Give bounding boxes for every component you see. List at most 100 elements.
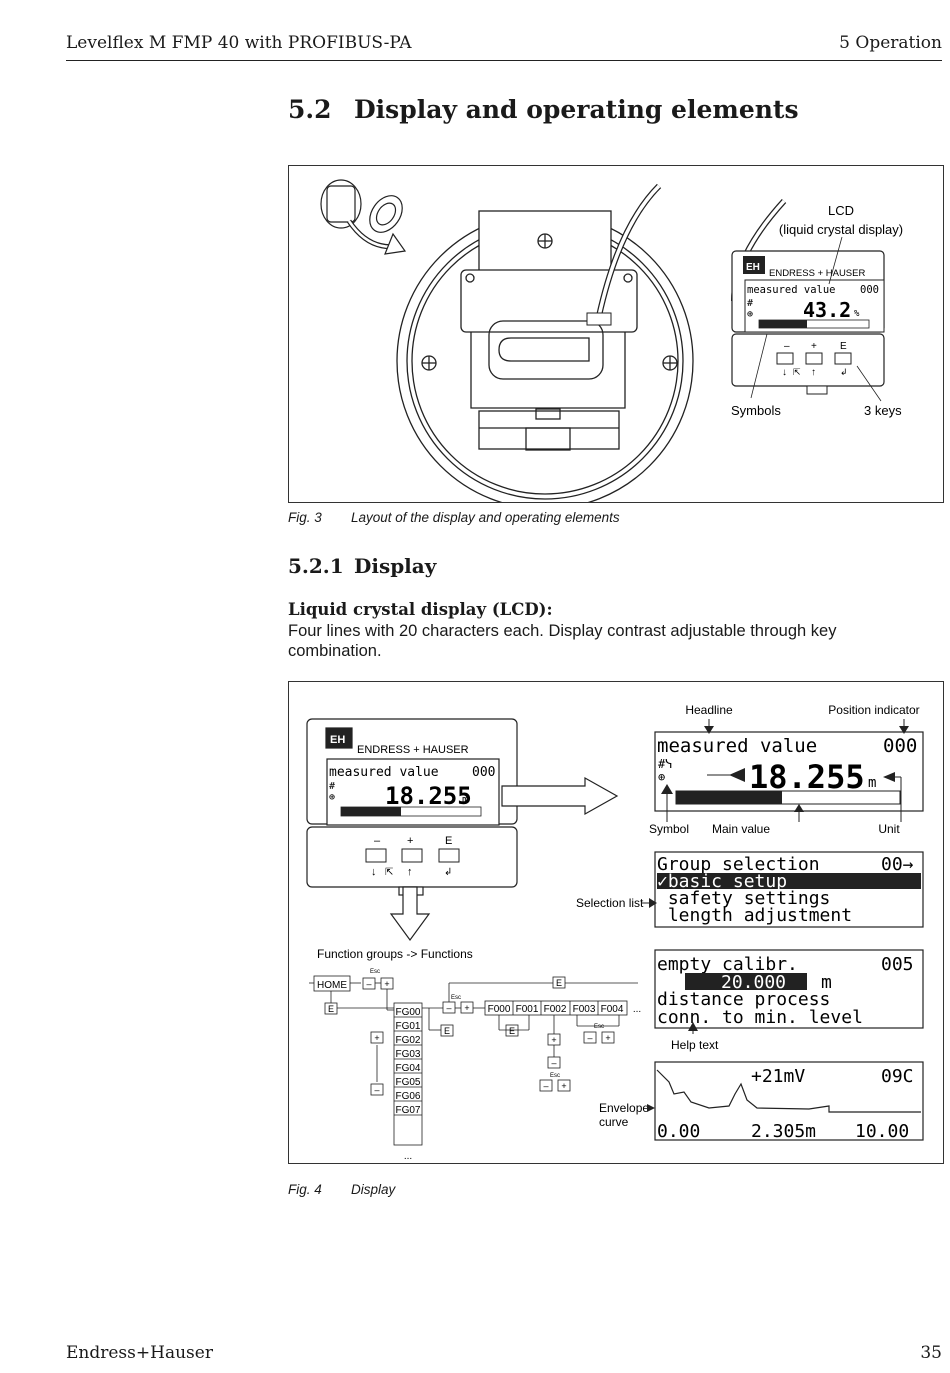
- page-number: 35: [920, 1343, 942, 1363]
- position-indicator-label: Position indicator: [828, 703, 919, 717]
- fig3-key-e-label: E: [840, 341, 847, 352]
- fig4-key-e[interactable]: [438, 848, 460, 863]
- fig4-key-minus-label: –: [374, 835, 381, 847]
- fig3-keys: – + E ↓ ⇱ ↑ ↲: [776, 341, 852, 378]
- esc-arrow-icon: ⇱: [385, 867, 393, 878]
- sel-item-basic-setup[interactable]: ✓basic setup: [657, 871, 787, 892]
- help-text-label: Help text: [671, 1038, 719, 1052]
- fig4-small-lock-icon: ⊕: [329, 792, 335, 803]
- fig3-brand: ENDRESS + HAUSER: [769, 268, 865, 279]
- fig3-key-plus-label: +: [811, 341, 817, 352]
- figure-4-caption-text: Display: [351, 1182, 396, 1197]
- figure-4: EH ENDRESS + HAUSER measured value 000 #…: [288, 681, 944, 1164]
- function-group-fg07[interactable]: FG07: [395, 1105, 420, 1116]
- fig4-small-headline: measured value: [329, 765, 439, 780]
- help-line-4: conn. to min. level: [657, 1007, 863, 1028]
- fig3-key-minus[interactable]: [776, 352, 794, 365]
- svg-text:E: E: [509, 1026, 515, 1036]
- svg-text:+: +: [551, 1035, 556, 1045]
- env-range-end: 10.00: [855, 1121, 909, 1142]
- fig4-small-position: 000: [472, 765, 495, 780]
- env-range-start: 0.00: [657, 1121, 700, 1142]
- function-f000[interactable]: F000: [488, 1004, 511, 1015]
- function-group-fg06[interactable]: FG06: [395, 1091, 420, 1102]
- home-box[interactable]: [313, 975, 351, 992]
- lcd-heading: Liquid crystal display (LCD):: [288, 600, 553, 619]
- big-lcd-unit: m: [868, 775, 876, 791]
- function-group-fg01[interactable]: FG01: [395, 1021, 420, 1032]
- help-headline: empty calibr.: [657, 954, 798, 975]
- esc-label-4: Esc: [594, 1024, 604, 1030]
- svg-text:–: –: [446, 1003, 451, 1013]
- lcd-label-line1: LCD: [828, 203, 854, 218]
- svg-text:+: +: [464, 1003, 469, 1013]
- function-f001[interactable]: F001: [516, 1004, 539, 1015]
- big-lcd-bargraph: [676, 791, 782, 804]
- help-value[interactable]: 20.000: [721, 972, 786, 993]
- env-position: 09C: [881, 1066, 914, 1087]
- svg-text:–: –: [543, 1081, 548, 1091]
- function-group-fg04[interactable]: FG04: [395, 1063, 420, 1074]
- down-arrow-icon: ↓: [782, 367, 787, 378]
- function-group-fg02[interactable]: FG02: [395, 1035, 420, 1046]
- envelope-label-line1: Envelope: [599, 1101, 649, 1115]
- help-unit: m: [821, 972, 832, 993]
- fig3-lcd-value: 43.2: [803, 298, 851, 322]
- figure-3-drawing: EH ENDRESS + HAUSER measured value 000 #…: [320, 179, 903, 510]
- figure-4-drawing: EH ENDRESS + HAUSER measured value 000 #…: [306, 703, 924, 1162]
- figure-3-number: Fig. 3: [288, 510, 322, 525]
- f-more-dots: ...: [633, 1004, 641, 1015]
- running-header-chapter: 5 Operation: [839, 33, 942, 53]
- subsection-number: 5.2.1: [288, 554, 344, 578]
- function-f003[interactable]: F003: [573, 1004, 596, 1015]
- svg-text:+: +: [561, 1081, 566, 1091]
- section-title: Display and operating elements: [354, 95, 799, 124]
- envelope-label-line2: curve: [599, 1115, 629, 1129]
- big-lcd-headline: measured value: [657, 735, 817, 757]
- function-group-fg03[interactable]: FG03: [395, 1049, 420, 1060]
- section-number: 5.2: [288, 95, 332, 124]
- function-f004[interactable]: F004: [601, 1004, 624, 1015]
- svg-text:E: E: [328, 1004, 334, 1014]
- svg-text:+: +: [605, 1033, 610, 1043]
- big-lcd-value: 18.255: [749, 758, 865, 796]
- sel-item-safety[interactable]: safety settings: [657, 888, 830, 909]
- function-f002[interactable]: F002: [544, 1004, 567, 1015]
- enter-icon: ↲: [444, 867, 452, 878]
- fig4-key-plus-label: +: [407, 835, 413, 847]
- fig3-bargraph-fill: [759, 320, 807, 328]
- fig3-lcd-symbol-lock: ⊕: [747, 309, 753, 320]
- function-group-fg05[interactable]: FG05: [395, 1077, 420, 1088]
- fig3-lcd-symbol-hash: #: [747, 298, 753, 309]
- fig4-key-e-label: E: [445, 835, 452, 847]
- svg-text:–: –: [374, 1085, 379, 1095]
- esc-label-1: Esc: [370, 969, 380, 975]
- esc-label-2: Esc: [451, 995, 461, 1001]
- right-arrow-icon: [501, 776, 619, 816]
- lcd-label-line2: (liquid crystal display): [779, 222, 903, 237]
- fig3-lcd-unit: %: [854, 309, 860, 319]
- svg-text:+: +: [384, 979, 389, 989]
- section-heading: 5.2 Display and operating elements: [288, 95, 799, 124]
- envelope-trace: [656, 1069, 921, 1113]
- fig4-key-minus[interactable]: [365, 848, 387, 863]
- fig3-key-plus[interactable]: [805, 352, 823, 365]
- svg-text:+: +: [374, 1033, 379, 1043]
- svg-text:EH: EH: [746, 262, 760, 273]
- function-group-fg00[interactable]: FG00: [395, 1007, 420, 1018]
- sel-item-length[interactable]: length adjustment: [657, 905, 852, 926]
- fig3-key-e[interactable]: [834, 352, 852, 365]
- fig4-brand: ENDRESS + HAUSER: [357, 744, 469, 756]
- fig3-lcd-headline: measured value: [747, 284, 836, 296]
- fig3-lcd-position: 000: [860, 284, 879, 296]
- svg-text:–: –: [551, 1058, 556, 1068]
- big-lcd-symbol: #ᓭ: [658, 757, 672, 771]
- fg-more-dots: ...: [404, 1151, 412, 1162]
- keys-label: 3 keys: [864, 403, 902, 418]
- esc-arrow-icon: ⇱: [793, 367, 801, 377]
- symbol-label: Symbol: [649, 822, 689, 836]
- figure-3: EH ENDRESS + HAUSER measured value 000 #…: [288, 165, 944, 510]
- esc-label-3: Esc: [550, 1073, 560, 1079]
- fig4-key-plus[interactable]: [401, 848, 423, 863]
